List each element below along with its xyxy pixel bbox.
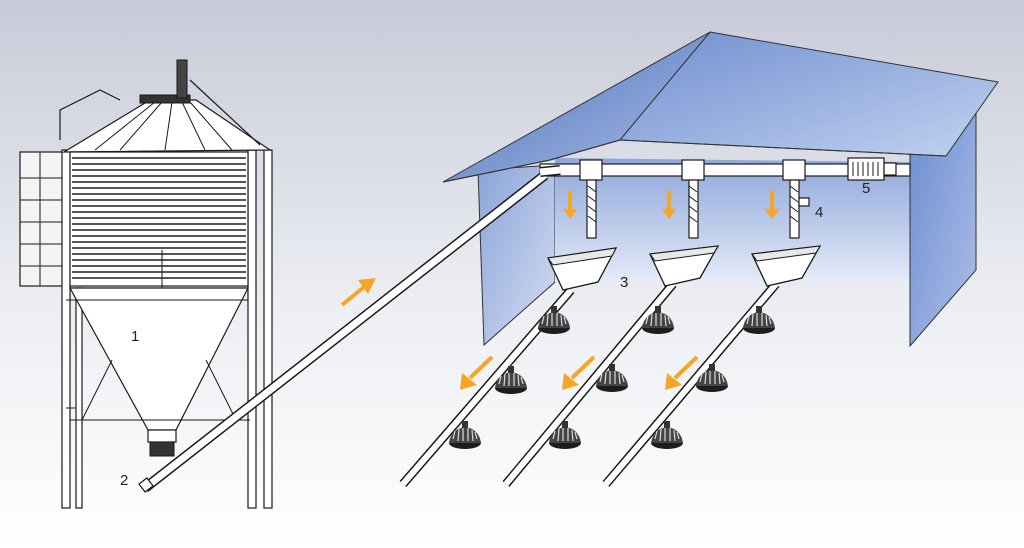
label-silo: 1 [131, 328, 139, 345]
feed-line-3 [602, 245, 822, 487]
drop-tee-3 [782, 159, 806, 181]
flow-arrow-icon [562, 355, 596, 390]
flow-arrow-icon [340, 278, 376, 307]
house-back-wall [555, 158, 910, 282]
label-boot-auger: 2 [120, 472, 128, 489]
feed-line-2 [502, 245, 720, 487]
overhead-feed-line [539, 159, 911, 239]
label-sensor: 4 [815, 204, 823, 221]
silo [19, 59, 273, 509]
flow-arrow-icon [665, 355, 699, 390]
motor-icon [847, 157, 897, 181]
ladder-cage [19, 151, 67, 287]
drop-tee-2 [681, 159, 705, 181]
flow-arrow-icon [460, 355, 494, 390]
silo-roof [61, 99, 272, 153]
level-sensor [798, 197, 810, 207]
transfer-auger [138, 165, 561, 493]
poultry-house [442, 31, 999, 348]
label-hopper: 3 [620, 274, 628, 291]
drop-tee-1 [579, 159, 603, 181]
label-motor: 5 [862, 180, 870, 197]
